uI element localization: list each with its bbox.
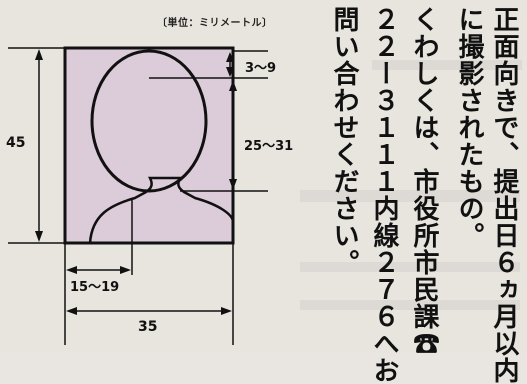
width-total-label: 35 [138, 319, 158, 335]
text-column-5: 問い合わせください。 [329, 6, 359, 276]
top-margin-label: 3〜9 [245, 61, 277, 76]
bleed-through [372, 60, 522, 70]
bleed-through [300, 262, 520, 272]
height-total-label: 45 [6, 135, 26, 151]
shoulders-outline [88, 176, 235, 244]
text-column-2: に撮影されたもの。 [454, 6, 484, 249]
face-width-label: 15〜19 [70, 280, 120, 295]
head-outline [90, 49, 208, 193]
text-column-3: くわしくは、市役所市民課☎ [409, 6, 439, 357]
text-column-1: 正面向きで、提出日６ヵ月以内 [489, 6, 519, 384]
photo-dimension-diagram [8, 46, 268, 345]
text-column-4: ２２ー３１１１内線２７６へお [369, 6, 399, 384]
head-height-label: 25〜31 [244, 139, 294, 154]
unit-label: 〔単位：ミリメートル〕 [157, 18, 273, 29]
document-page: 正面向きで、提出日６ヵ月以内 に撮影されたもの。 くわしくは、市役所市民課☎ ２… [6, 6, 522, 384]
bleed-through [300, 190, 520, 202]
bleed-through [300, 300, 520, 310]
